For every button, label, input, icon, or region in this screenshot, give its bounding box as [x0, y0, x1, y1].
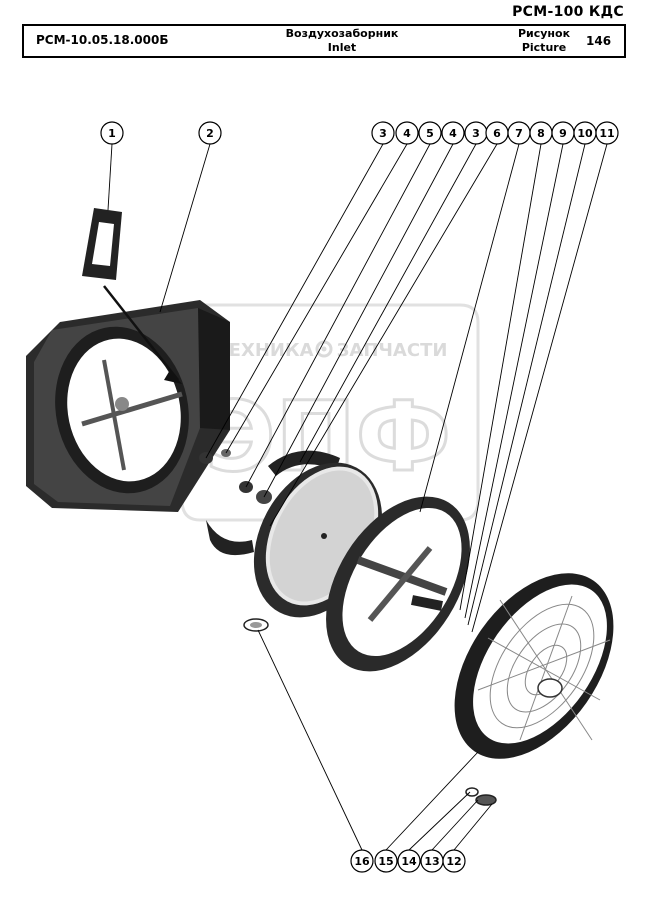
callout-3: 3 [371, 121, 395, 145]
part-11-grille-wheel [454, 573, 614, 759]
part-16-fastener [243, 618, 269, 632]
callout-14: 14 [397, 849, 421, 873]
part-8-impeller-ring [326, 496, 470, 672]
assembly-name-en: Inlet [327, 41, 357, 54]
callout-4: 4 [441, 121, 465, 145]
model-label: РСМ-100 КДС [512, 4, 624, 20]
assembly-name-ru: Воздухозаборник [285, 27, 399, 40]
callout-12: 12 [442, 849, 466, 873]
callout-4: 4 [395, 121, 419, 145]
part-1-gasket [82, 208, 122, 280]
callouts-bottom: 16 15 14 13 12 [350, 849, 466, 873]
callout-label: 7 [515, 127, 523, 140]
callout-1: 1 [100, 121, 124, 145]
callout-6: 6 [485, 121, 509, 145]
callout-10: 10 [573, 121, 597, 145]
callout-label: 3 [472, 127, 480, 140]
assembly-name: Воздухозаборник Inlet [282, 27, 402, 55]
callout-13: 13 [420, 849, 444, 873]
leader-lines [107, 143, 608, 851]
watermark-text-right: ЗАПЧАСТИ [337, 340, 448, 361]
callout-label: 5 [426, 127, 434, 140]
callout-label: 3 [379, 127, 387, 140]
callout-label: 2 [206, 127, 214, 140]
callout-11: 11 [595, 121, 619, 145]
callout-label: 6 [493, 127, 501, 140]
callout-9: 9 [551, 121, 575, 145]
gear-icon [315, 340, 333, 358]
watermark-text-left: ТЕХНИКА [216, 340, 313, 361]
figure-label-ru: Рисунок [517, 27, 571, 40]
callout-label: 11 [599, 127, 614, 140]
callout-label: 16 [354, 855, 370, 868]
part-6-shield [206, 450, 340, 556]
callout-label: 1 [108, 127, 116, 140]
document-code: РСМ-10.05.18.000Б [36, 33, 169, 47]
callout-16: 16 [350, 849, 374, 873]
callout-label: 13 [424, 855, 439, 868]
callout-5: 5 [418, 121, 442, 145]
figure-label: Рисунок Picture [502, 27, 586, 55]
callout-label: 4 [449, 127, 457, 140]
callout-label: 14 [401, 855, 417, 868]
callout-2: 2 [198, 121, 222, 145]
callout-label: 10 [577, 127, 593, 140]
figure-label-en: Picture [521, 41, 567, 54]
callout-7: 7 [507, 121, 531, 145]
figure-number: 146 [586, 34, 612, 48]
callout-3: 3 [464, 121, 488, 145]
callout-8: 8 [529, 121, 553, 145]
part-2-housing [26, 285, 230, 512]
callout-label: 8 [537, 127, 545, 140]
parts-12-13-fasteners [465, 787, 497, 806]
title-block: РСМ-10.05.18.000Б Воздухозаборник Inlet … [22, 24, 626, 58]
callout-label: 9 [559, 127, 567, 140]
callout-label: 15 [378, 855, 393, 868]
callout-15: 15 [374, 849, 398, 873]
callout-label: 4 [403, 127, 411, 140]
callout-label: 12 [446, 855, 461, 868]
